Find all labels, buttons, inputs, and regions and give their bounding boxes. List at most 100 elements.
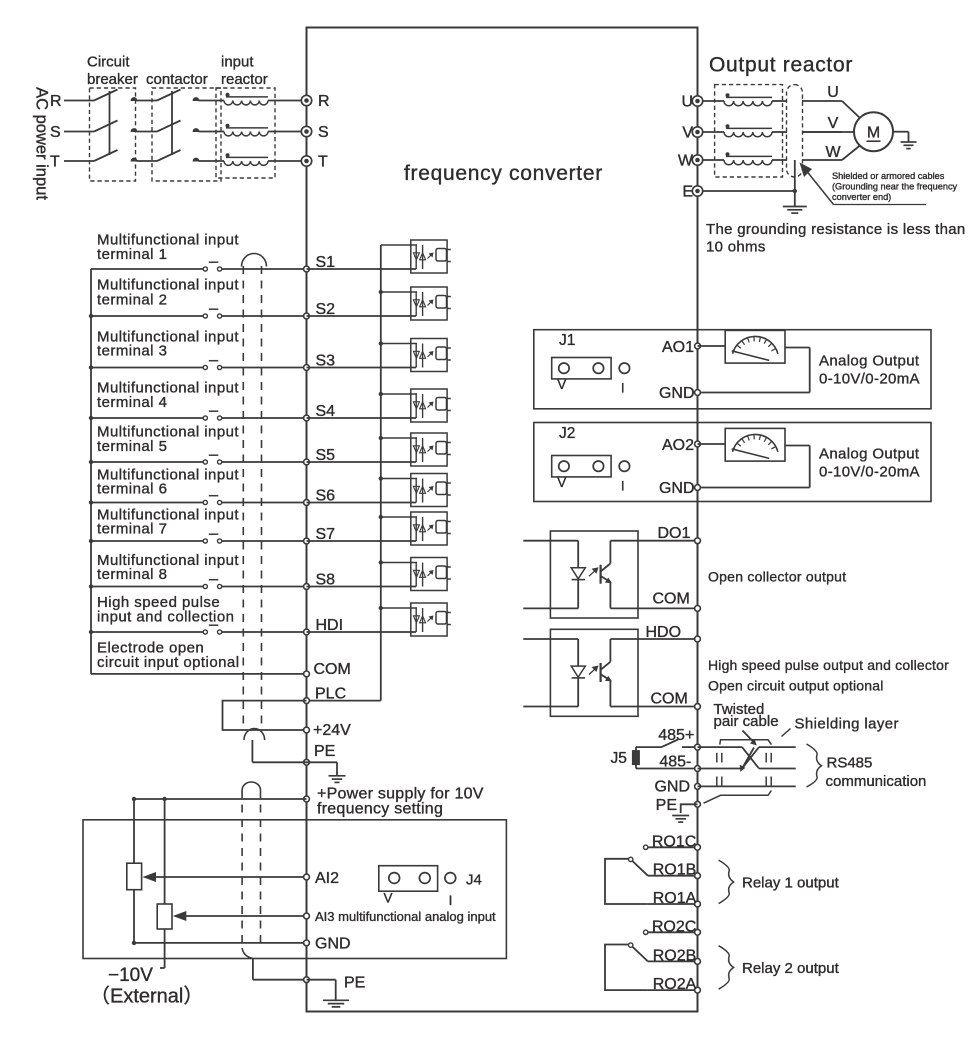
- svg-text:S7: S7: [316, 526, 336, 543]
- svg-text:S4: S4: [316, 403, 336, 420]
- svg-text:PLC: PLC: [315, 686, 346, 703]
- svg-text:（External）: （External）: [90, 985, 203, 1008]
- svg-text:COM: COM: [651, 691, 688, 708]
- svg-text:Relay 2 output: Relay 2 output: [742, 960, 840, 977]
- svg-text:Output reactor: Output reactor: [709, 54, 853, 77]
- svg-text:terminal 5: terminal 5: [97, 438, 167, 455]
- svg-text:terminal 4: terminal 4: [97, 394, 167, 411]
- svg-text:485-: 485-: [659, 754, 691, 771]
- svg-text:Multifunctional input: Multifunctional input: [97, 507, 239, 524]
- svg-text:R: R: [318, 93, 330, 110]
- svg-text:J1: J1: [559, 332, 575, 349]
- svg-text:0-10V/0-20mA: 0-10V/0-20mA: [819, 464, 920, 481]
- svg-text:GND: GND: [654, 779, 690, 796]
- svg-text:S1: S1: [316, 254, 336, 271]
- svg-text:RO1A: RO1A: [653, 890, 697, 907]
- svg-text:+Power supply for 10V: +Power supply for 10V: [317, 786, 484, 803]
- svg-text:Multifunctional input: Multifunctional input: [97, 380, 239, 397]
- svg-text:U: U: [681, 94, 693, 111]
- svg-text:Relay 1 output: Relay 1 output: [742, 875, 840, 892]
- svg-text:(Grounding near the frequency: (Grounding near the frequency: [832, 182, 958, 192]
- svg-text:circuit input optional: circuit input optional: [97, 654, 239, 671]
- svg-text:terminal 7: terminal 7: [97, 520, 167, 537]
- svg-text:S2: S2: [316, 301, 336, 318]
- svg-text:HDO: HDO: [646, 624, 682, 641]
- svg-text:terminal 1: terminal 1: [97, 246, 167, 263]
- svg-text:Circuit: Circuit: [87, 54, 130, 71]
- svg-text:S5: S5: [316, 447, 336, 464]
- svg-text:COM: COM: [314, 661, 351, 678]
- svg-text:V: V: [383, 891, 392, 906]
- svg-text:0-10V/0-20mA: 0-10V/0-20mA: [819, 371, 920, 388]
- svg-text:Open circuit output optional: Open circuit output optional: [708, 678, 883, 694]
- svg-text:PE: PE: [344, 975, 365, 992]
- svg-text:RO2A: RO2A: [653, 976, 697, 993]
- svg-text:reactor: reactor: [221, 71, 268, 88]
- svg-text:High speed pulse: High speed pulse: [97, 594, 220, 611]
- svg-text:COM: COM: [653, 591, 690, 608]
- svg-text:M: M: [867, 125, 880, 142]
- svg-text:RO1B: RO1B: [653, 862, 697, 879]
- svg-text:AO1: AO1: [662, 339, 694, 356]
- svg-text:S3: S3: [316, 353, 336, 370]
- svg-text:contactor: contactor: [146, 71, 208, 88]
- svg-text:The grounding resistance is le: The grounding resistance is less than: [706, 221, 966, 238]
- svg-text:Shielded or armored cables: Shielded or armored cables: [832, 171, 945, 181]
- svg-text:AI3 multifunctional analog inp: AI3 multifunctional analog input: [315, 909, 496, 924]
- svg-text:Multifunctional input: Multifunctional input: [97, 552, 239, 569]
- svg-text:Open collector output: Open collector output: [708, 569, 846, 585]
- svg-text:communication: communication: [826, 773, 927, 790]
- svg-text:10 ohms: 10 ohms: [706, 239, 766, 256]
- svg-text:S: S: [50, 124, 61, 141]
- svg-text:S8: S8: [316, 572, 336, 589]
- svg-text:Electrode open: Electrode open: [97, 640, 204, 657]
- svg-text:T: T: [50, 154, 60, 171]
- svg-text:Multifunctional input: Multifunctional input: [97, 424, 239, 441]
- svg-text:−10V: −10V: [108, 965, 153, 986]
- svg-text:breaker: breaker: [87, 71, 138, 88]
- svg-text:terminal 2: terminal 2: [97, 291, 167, 308]
- svg-text:terminal 8: terminal 8: [97, 566, 167, 583]
- svg-text:PE: PE: [656, 797, 677, 814]
- svg-text:S: S: [318, 124, 329, 141]
- svg-text:RO2C: RO2C: [652, 918, 696, 935]
- svg-text:AI2: AI2: [315, 870, 339, 887]
- svg-text:AO2: AO2: [662, 437, 694, 454]
- svg-text:I: I: [449, 893, 453, 908]
- svg-text:terminal 6: terminal 6: [97, 481, 167, 498]
- svg-text:Analog Output: Analog Output: [819, 446, 920, 463]
- svg-text:I: I: [621, 479, 625, 494]
- svg-text:I: I: [621, 381, 625, 396]
- svg-text:pair cable: pair cable: [714, 713, 779, 730]
- svg-text:AC power input: AC power input: [33, 87, 51, 200]
- svg-text:RS485: RS485: [827, 755, 873, 772]
- svg-text:Multifunctional input: Multifunctional input: [97, 232, 239, 249]
- svg-text:U: U: [827, 84, 839, 101]
- svg-text:Multifunctional input: Multifunctional input: [97, 328, 239, 345]
- svg-text:GND: GND: [315, 936, 351, 953]
- svg-text:Analog Output: Analog Output: [819, 353, 920, 370]
- svg-text:PE: PE: [314, 743, 335, 760]
- svg-text:J5: J5: [611, 750, 627, 767]
- svg-text:input: input: [221, 54, 254, 71]
- svg-text:+24V: +24V: [313, 722, 351, 739]
- svg-text:High speed pulse output and co: High speed pulse output and collector: [708, 657, 949, 673]
- svg-text:DO1: DO1: [658, 525, 691, 542]
- svg-text:frequency setting: frequency setting: [317, 801, 443, 818]
- svg-text:frequency converter: frequency converter: [404, 162, 603, 185]
- svg-text:E: E: [682, 184, 693, 201]
- svg-text:T: T: [318, 154, 328, 171]
- svg-text:GND: GND: [659, 480, 695, 497]
- svg-text:J4: J4: [466, 872, 482, 889]
- svg-text:V: V: [557, 377, 566, 392]
- svg-text:V: V: [557, 475, 566, 490]
- svg-text:485+: 485+: [658, 727, 694, 744]
- svg-text:RO2B: RO2B: [653, 947, 697, 964]
- svg-text:Shielding layer: Shielding layer: [795, 716, 899, 733]
- svg-text:R: R: [50, 93, 62, 110]
- svg-text:input and collection: input and collection: [97, 609, 234, 626]
- svg-text:J2: J2: [559, 425, 575, 442]
- svg-text:terminal 3: terminal 3: [97, 343, 167, 360]
- svg-text:V: V: [828, 115, 839, 132]
- svg-text:V: V: [682, 125, 693, 142]
